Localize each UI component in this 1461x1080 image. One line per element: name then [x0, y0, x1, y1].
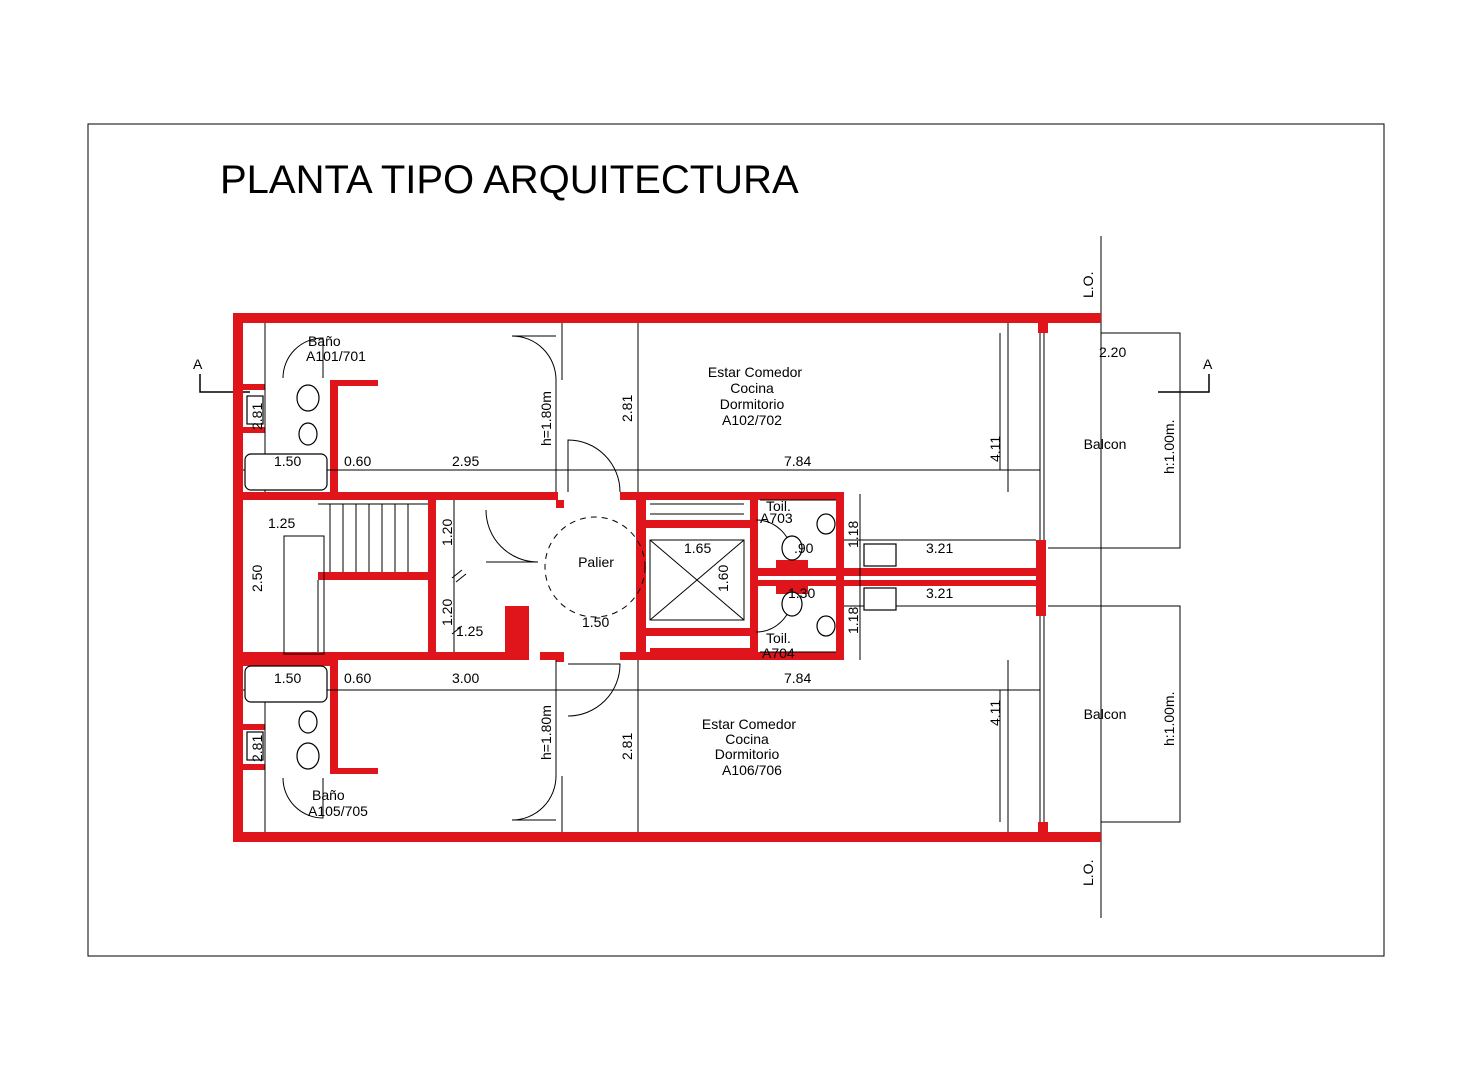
- toil-top-code: A703: [760, 510, 793, 526]
- unit-bottom-line1: Estar Comedor: [702, 716, 796, 732]
- dim-toil-door-top: .90: [794, 540, 814, 556]
- toil-wc-top: [781, 535, 803, 561]
- unit-top-line3: Dormitorio: [720, 396, 785, 412]
- kitchen-sink-bottom: [863, 587, 897, 611]
- kitchen-sink-top: [863, 543, 897, 567]
- dim-toil-door-bottom: 1.30: [788, 585, 815, 601]
- dim-bath-w-top: 1.50: [274, 453, 301, 469]
- fixtures: [244, 384, 897, 770]
- balcon-top: Balcon: [1084, 436, 1127, 452]
- unit-bottom-line3: Dormitorio: [715, 746, 780, 762]
- sink-top: [246, 395, 264, 425]
- toil-wc-bottom: [781, 591, 803, 617]
- unit-top-line2: Cocina: [730, 380, 774, 396]
- dim-unit-h-bottom-right: 4.11: [987, 700, 1003, 726]
- dim-bath-w-bottom: 1.50: [274, 670, 301, 686]
- sink-bottom: [246, 731, 264, 761]
- dim-hall-bottom: 3.00: [452, 670, 479, 686]
- dim-balcon-h-top: h:1.00m.: [1161, 420, 1177, 474]
- dim-gap-top: 0.60: [344, 453, 371, 469]
- lo-label-top: L.O.: [1080, 272, 1096, 298]
- dim-palier-w: 1.50: [582, 614, 609, 630]
- dim-unit-h-bottom-left: 2.81: [619, 733, 635, 760]
- dim-gap-bottom: 0.60: [344, 670, 371, 686]
- unit-bottom-code: A106/706: [722, 762, 782, 778]
- walls: [233, 313, 1101, 842]
- dim-lift-h: 1.60: [715, 565, 731, 592]
- dimensions: 1.50 0.60 2.95 7.84 2.81 h=1.80m 2.81 4.…: [249, 344, 1177, 762]
- bidet-top: [298, 422, 318, 446]
- bano-top-code: A101/701: [306, 348, 366, 364]
- toilet-bottom: [296, 742, 320, 770]
- dim-unit-h-top-left: 2.81: [619, 395, 635, 422]
- dim-unit-h-top-right: 4.11: [987, 436, 1003, 462]
- svg-text:A: A: [193, 356, 203, 372]
- dim-lift-w: 1.65: [684, 540, 711, 556]
- bano-bottom-code: A105/705: [308, 803, 368, 819]
- toil-sink-top: [816, 513, 836, 535]
- dim-stair-w: 1.25: [268, 515, 295, 531]
- dim-stair-h: 2.50: [249, 565, 265, 592]
- bathtub-top: [244, 453, 328, 491]
- toil-bottom-name: Toil.: [766, 630, 791, 646]
- unit-bottom-line2: Cocina: [725, 731, 769, 747]
- dim-balcon-w: 2.20: [1099, 344, 1126, 360]
- bano-top-name: Baño: [308, 333, 341, 349]
- svg-text:A: A: [1203, 356, 1213, 372]
- toil-top-name: Toil.: [766, 498, 791, 514]
- dim-duct-top: 3.21: [926, 540, 953, 556]
- dim-bath-h-top: 2.81: [249, 403, 265, 430]
- dim-toil-h-bottom: 1.18: [845, 607, 861, 634]
- lo-label-bottom: L.O.: [1080, 860, 1096, 886]
- toil-bottom-code: A704: [762, 645, 795, 661]
- balcon-bottom: Balcon: [1084, 706, 1127, 722]
- drawing-title: PLANTA TIPO ARQUITECTURA: [220, 158, 799, 202]
- room-labels: Baño A101/701 Baño A105/705 Estar Comedo…: [306, 333, 1126, 819]
- bano-bottom-name: Baño: [312, 787, 345, 803]
- unit-top-line1: Estar Comedor: [708, 364, 802, 380]
- thin-linework: [243, 323, 1181, 832]
- dim-flight-bottom: 1.20: [439, 599, 455, 626]
- dim-h-bottom: h=1.80m: [538, 705, 554, 760]
- unit-top-code: A102/702: [722, 412, 782, 428]
- bidet-bottom: [298, 710, 318, 734]
- sheet-frame: [87, 123, 1385, 957]
- toilet-top: [296, 384, 320, 412]
- dim-landing: 1.25: [456, 623, 483, 639]
- toil-sink-bottom: [816, 615, 836, 637]
- dim-flight-top: 1.20: [439, 519, 455, 546]
- dim-unit-w-bottom: 7.84: [784, 670, 811, 686]
- dim-toil-h-top: 1.18: [845, 521, 861, 548]
- dim-unit-w-top: 7.84: [784, 453, 811, 469]
- dim-h-top: h=1.80m: [538, 391, 554, 446]
- bathtub-bottom: [244, 665, 328, 703]
- dim-bath-h-bottom: 2.81: [249, 735, 265, 762]
- palier-label: Palier: [578, 554, 614, 570]
- dim-duct-bottom: 3.21: [926, 585, 953, 601]
- dim-balcon-h-bottom: h:1.00m.: [1161, 692, 1177, 746]
- dim-hall-top: 2.95: [452, 453, 479, 469]
- section-mark-right: A: [1158, 356, 1213, 393]
